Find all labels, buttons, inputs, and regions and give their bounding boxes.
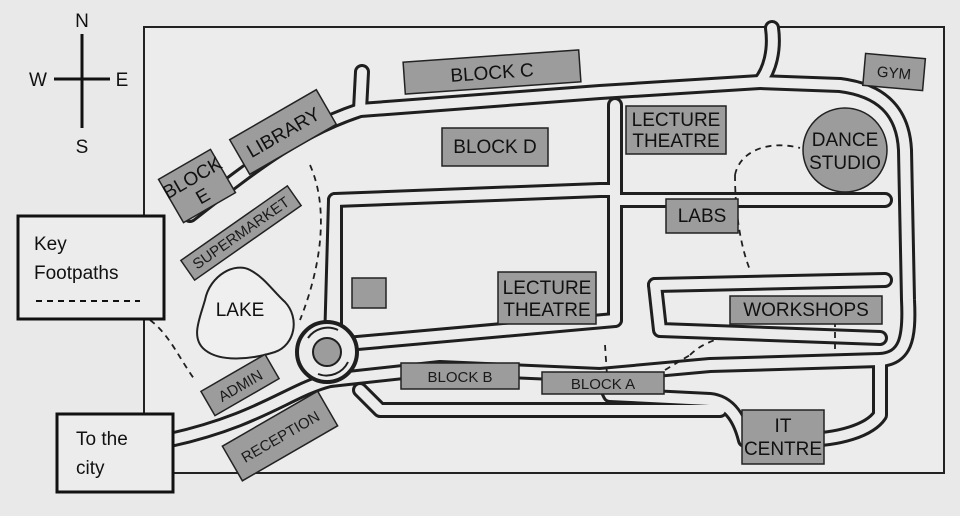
compass-south-label: S	[76, 137, 89, 158]
building-label: WORKSHOPS	[743, 300, 869, 321]
lake-label: LAKE	[216, 300, 265, 321]
building-label: BLOCK D	[453, 137, 536, 158]
roundabout	[295, 320, 359, 384]
building-label: BLOCK B	[427, 369, 492, 386]
building-block-a[interactable]: BLOCK A	[541, 371, 665, 395]
building-block-d[interactable]: BLOCK D	[441, 127, 549, 167]
building-unlabelled[interactable]	[351, 277, 387, 309]
compass: N S E W	[29, 11, 128, 158]
building-labs[interactable]: LABS	[665, 198, 739, 234]
city-label-line1: To the	[76, 429, 128, 450]
building-block-b[interactable]: BLOCK B	[400, 362, 520, 390]
building-label: STUDIO	[809, 153, 881, 174]
building-label: LECTURE	[632, 110, 721, 131]
building-label: DANCE	[812, 130, 879, 151]
building-label: BLOCK A	[571, 376, 635, 393]
buildings: BLOCK C GYM LIBRARY BLOCK E BLOCK D LECT…	[157, 49, 927, 482]
building-lecture-theatre-north[interactable]: LECTURE THEATRE	[625, 105, 727, 155]
building-label: THEATRE	[632, 131, 719, 152]
to-the-city-sign: To the city	[55, 412, 175, 494]
building-dance-studio[interactable]: DANCE STUDIO	[802, 107, 888, 193]
building-label: THEATRE	[503, 300, 590, 321]
compass-north-label: N	[75, 11, 89, 32]
building-label: GYM	[876, 64, 912, 84]
lake	[196, 266, 295, 360]
roundabout-arrow-icon	[307, 326, 339, 339]
building-workshops[interactable]: WORKSHOPS	[729, 295, 883, 325]
legend-item-label: Footpaths	[34, 263, 119, 284]
building-it-centre[interactable]: IT CENTRE	[741, 409, 825, 465]
building-label: IT	[775, 416, 792, 437]
building-gym[interactable]: GYM	[861, 52, 927, 92]
legend-key: Key Footpaths	[16, 214, 166, 321]
compass-west-label: W	[29, 70, 47, 91]
building-reception[interactable]: RECEPTION	[221, 390, 339, 482]
legend-title: Key	[34, 234, 67, 255]
building-lecture-theatre-central[interactable]: LECTURE THEATRE	[497, 271, 597, 325]
roundabout-arrow-icon	[317, 361, 349, 377]
building-label: LABS	[678, 206, 727, 227]
city-label-line2: city	[76, 458, 105, 479]
building-label: CENTRE	[744, 439, 822, 460]
compass-east-label: E	[116, 70, 129, 91]
building-label: LECTURE	[503, 278, 592, 299]
building-block-c[interactable]: BLOCK C	[402, 49, 582, 95]
